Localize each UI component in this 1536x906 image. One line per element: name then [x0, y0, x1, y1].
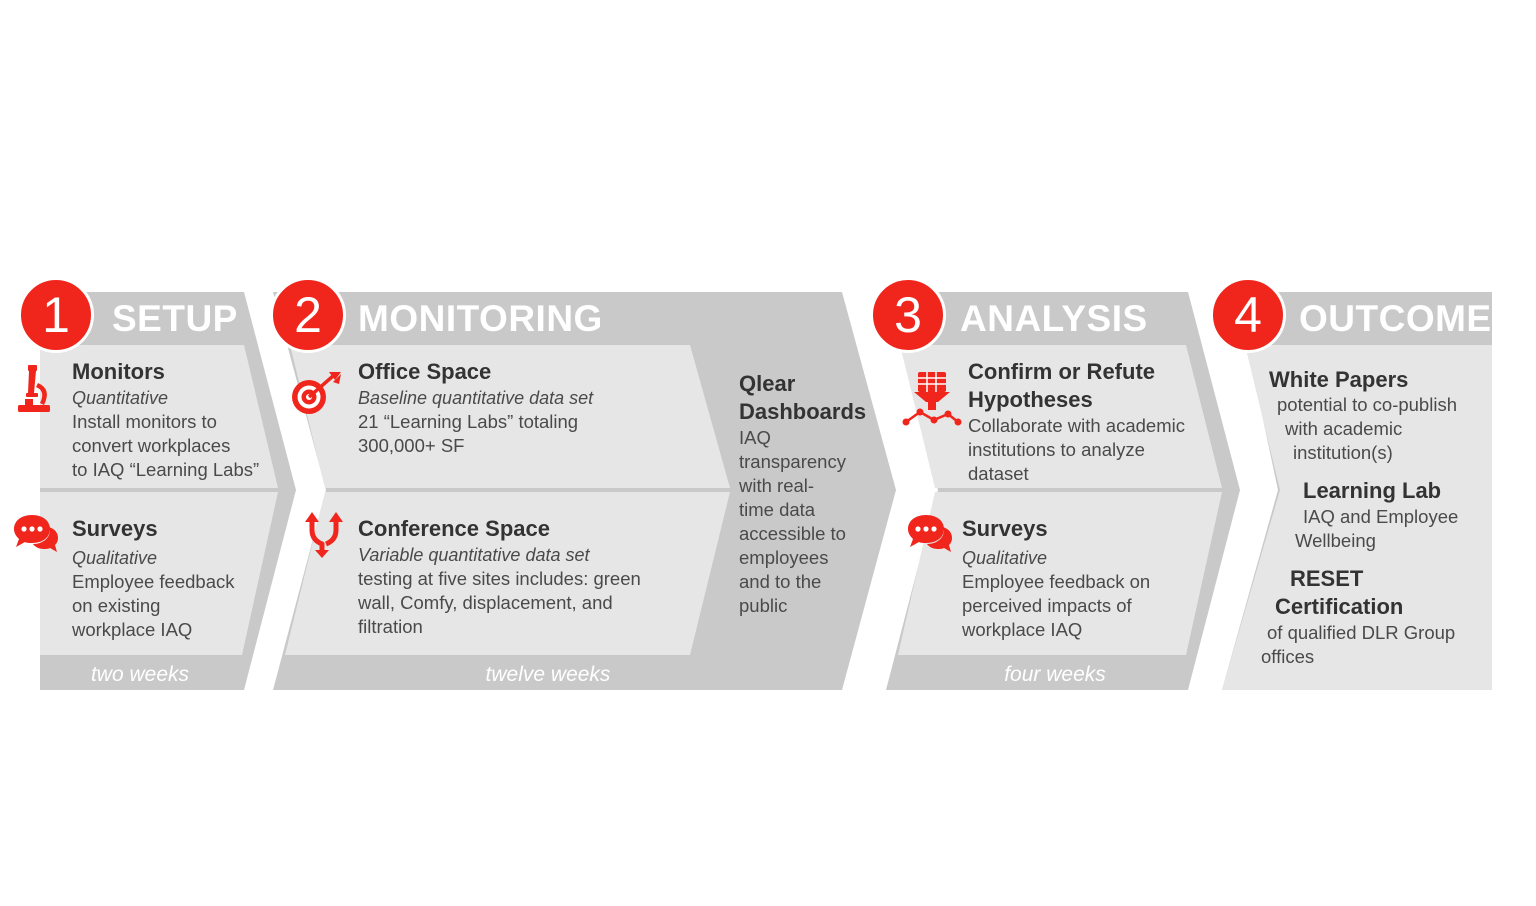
- outcome-white-papers-line: institution(s): [1293, 442, 1393, 463]
- setup-surveys-subtitle: Qualitative: [72, 548, 158, 568]
- outcome-learning-lab-line: Wellbeing: [1295, 530, 1376, 551]
- monitoring-dashboards-line: IAQ: [739, 427, 771, 448]
- target-icon: [292, 372, 341, 414]
- phase-1-title: SETUP: [112, 298, 238, 339]
- monitoring-conference-panel: [285, 492, 730, 655]
- phase-3-duration: four weeks: [1004, 663, 1106, 686]
- monitoring-office-panel: [290, 345, 730, 488]
- monitoring-dashboards-line: accessible to: [739, 523, 846, 544]
- phase-2-title: MONITORING: [358, 298, 603, 339]
- analysis-surveys-line: Employee feedback on: [962, 571, 1151, 592]
- phase-3-title: ANALYSIS: [960, 298, 1148, 339]
- setup-surveys-line: workplace IAQ: [72, 619, 193, 640]
- phase-2-duration: twelve weeks: [485, 663, 611, 686]
- monitoring-dashboards-heading: Qlear: [739, 371, 796, 396]
- monitoring-conference-heading: Conference Space: [358, 516, 550, 541]
- outcome-white-papers-line: with academic: [1285, 418, 1403, 439]
- phase-1-duration: two weeks: [90, 663, 190, 686]
- analysis-surveys-line: perceived impacts of: [962, 595, 1132, 616]
- monitoring-dashboards-line: employees: [739, 547, 829, 568]
- outcome-learning-lab-heading: Learning Lab: [1303, 478, 1442, 503]
- analysis-surveys-panel: [898, 492, 1222, 655]
- outcome-white-papers-heading: White Papers: [1269, 367, 1409, 392]
- analysis-hypotheses-line: Collaborate with academic: [968, 415, 1185, 436]
- monitoring-office-subtitle: Baseline quantitative data set: [358, 388, 594, 408]
- analysis-hypotheses-line: institutions to analyze: [968, 439, 1145, 460]
- setup-monitors-line: Install monitors to: [72, 411, 217, 432]
- setup-surveys-heading: Surveys: [72, 516, 158, 541]
- analysis-surveys-line: workplace IAQ: [962, 619, 1083, 640]
- monitoring-office-block: Office Space Baseline quantitative data …: [358, 358, 678, 458]
- phase-4-title: OUTCOME: [1299, 298, 1492, 339]
- monitoring-conference-subtitle: Variable quantitative data set: [358, 545, 590, 565]
- monitoring-dashboards-line: with real-: [739, 475, 815, 496]
- outcome-reset-line: offices: [1261, 646, 1315, 667]
- analysis-surveys-subtitle: Qualitative: [962, 548, 1048, 568]
- data-funnel-icon: [902, 372, 962, 426]
- setup-monitors-subtitle: Quantitative: [72, 388, 169, 408]
- monitoring-dashboards-heading: Dashboards: [739, 399, 867, 424]
- setup-monitors-panel: [40, 345, 278, 488]
- setup-monitors-heading: Monitors: [72, 359, 165, 384]
- outcome-reset-heading: Certification: [1275, 594, 1404, 619]
- monitoring-dashboards-line: and to the: [739, 571, 822, 592]
- analysis-hypotheses-heading: Hypotheses: [968, 387, 1093, 412]
- monitoring-conference-line: filtration: [358, 616, 423, 637]
- analysis-surveys-heading: Surveys: [962, 516, 1048, 541]
- setup-monitors-line: convert workplaces: [72, 435, 231, 456]
- monitoring-conference-line: testing at five sites includes: green: [358, 568, 641, 589]
- chat-bubbles-icon: [908, 515, 952, 552]
- analysis-surveys-block: Surveys Qualitative Employee feedback on…: [962, 515, 1192, 642]
- setup-surveys-block: Surveys Qualitative Employee feedback on…: [72, 515, 262, 642]
- phase-1-badge: 1: [18, 277, 94, 353]
- monitoring-dashboards-block: Qlear Dashboards IAQ transparency with r…: [739, 370, 879, 618]
- monitoring-office-line: 21 “Learning Labs” totaling: [358, 411, 579, 432]
- monitoring-office-line: 300,000+ SF: [358, 435, 465, 456]
- monitoring-dashboards-line: transparency: [739, 451, 846, 472]
- phase-4-badge: 4: [1210, 277, 1286, 353]
- phase-3-badge: 3: [870, 277, 946, 353]
- monitoring-conference-block: Conference Space Variable quantitative d…: [358, 515, 678, 639]
- phase-2-badge: 2: [270, 277, 346, 353]
- setup-surveys-line: Employee feedback: [72, 571, 235, 592]
- monitoring-office-heading: Office Space: [358, 359, 492, 384]
- outcome-reset-heading: RESET: [1290, 566, 1364, 591]
- microscope-icon: [18, 365, 50, 412]
- outcome-white-papers-line: potential to co-publish: [1277, 394, 1457, 415]
- analysis-hypotheses-line: dataset: [968, 463, 1029, 484]
- setup-surveys-panel: [40, 492, 278, 655]
- setup-monitors-block: Monitors Quantitative Install monitors t…: [72, 358, 272, 482]
- monitoring-dashboards-line: public: [739, 595, 788, 616]
- outcome-reset-line: of qualified DLR Group: [1267, 622, 1456, 643]
- split-arrows-icon: [305, 512, 343, 558]
- monitoring-dashboards-line: time data: [739, 499, 816, 520]
- setup-surveys-line: on existing: [72, 595, 161, 616]
- outcome-learning-lab-line: IAQ and Employee: [1303, 506, 1459, 527]
- chat-bubbles-icon: [14, 515, 58, 552]
- monitoring-conference-line: wall, Comfy, displacement, and: [358, 592, 613, 613]
- analysis-hypotheses-block: Confirm or Refute Hypotheses Collaborate…: [968, 358, 1208, 486]
- setup-monitors-line: to IAQ “Learning Labs”: [72, 459, 260, 480]
- analysis-hypotheses-heading: Confirm or Refute: [968, 359, 1155, 384]
- outcome-panel: [1222, 345, 1492, 690]
- analysis-hypotheses-panel: [900, 345, 1222, 488]
